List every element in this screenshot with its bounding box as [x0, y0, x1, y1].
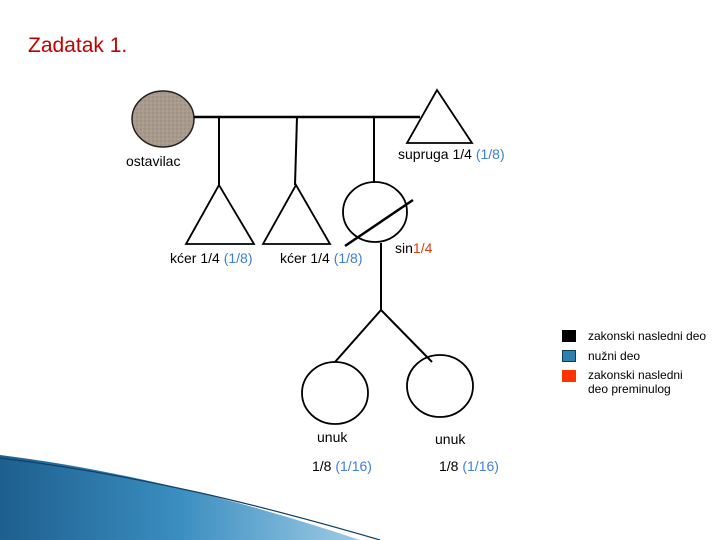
kcer2-label: kćer 1/4 (1/8) — [280, 250, 363, 266]
unuk1-share: 1/8 (1/16) — [312, 458, 372, 474]
unuk1-label: unuk — [317, 429, 347, 445]
legend-label-legal: zakonski nasledni deo — [588, 329, 706, 343]
kcer1-share-forced: (1/8) — [224, 250, 253, 266]
supruga-label: supruga 1/4 (1/8) — [398, 146, 505, 162]
unuk2-share: 1/8 (1/16) — [439, 458, 499, 474]
ostavilac-label: ostavilac — [126, 153, 180, 169]
unuk2-label: unuk — [435, 431, 465, 447]
unuk1-share-legal: 1/8 — [312, 458, 331, 474]
legend-label-deceased: zakonski nasledni deo preminulog — [588, 368, 698, 396]
supruga-share-forced: (1/8) — [476, 146, 505, 162]
branch-left — [335, 310, 381, 362]
sin-label: sin1/4 — [395, 240, 432, 256]
decorative-wave — [0, 455, 360, 540]
kcer1-symbol — [186, 185, 254, 244]
unuk1-share-forced: (1/16) — [335, 458, 372, 474]
kcer1-label: kćer 1/4 (1/8) — [170, 250, 253, 266]
sin-name: sin — [395, 240, 413, 256]
kcer2-symbol — [263, 185, 330, 244]
kcer2-share-legal: kćer 1/4 — [280, 250, 330, 266]
legend-swatch-forced — [562, 350, 576, 362]
legend-swatch-deceased — [562, 370, 576, 382]
unuk2-share-forced: (1/16) — [462, 458, 499, 474]
supruga-share-legal: supruga 1/4 — [398, 146, 472, 162]
branch-right — [381, 310, 432, 362]
unuk2-share-legal: 1/8 — [439, 458, 458, 474]
kcer2-share-forced: (1/8) — [334, 250, 363, 266]
sin-share: 1/4 — [413, 240, 432, 256]
legend-label-forced: nužni deo — [588, 349, 640, 363]
legend-swatch-legal — [562, 330, 576, 342]
unuk1-symbol — [302, 362, 368, 424]
descent-line-kcer2 — [295, 117, 297, 185]
ostavilac-symbol — [132, 91, 194, 147]
kcer1-share-legal: kćer 1/4 — [170, 250, 220, 266]
unuk2-symbol — [407, 355, 473, 417]
